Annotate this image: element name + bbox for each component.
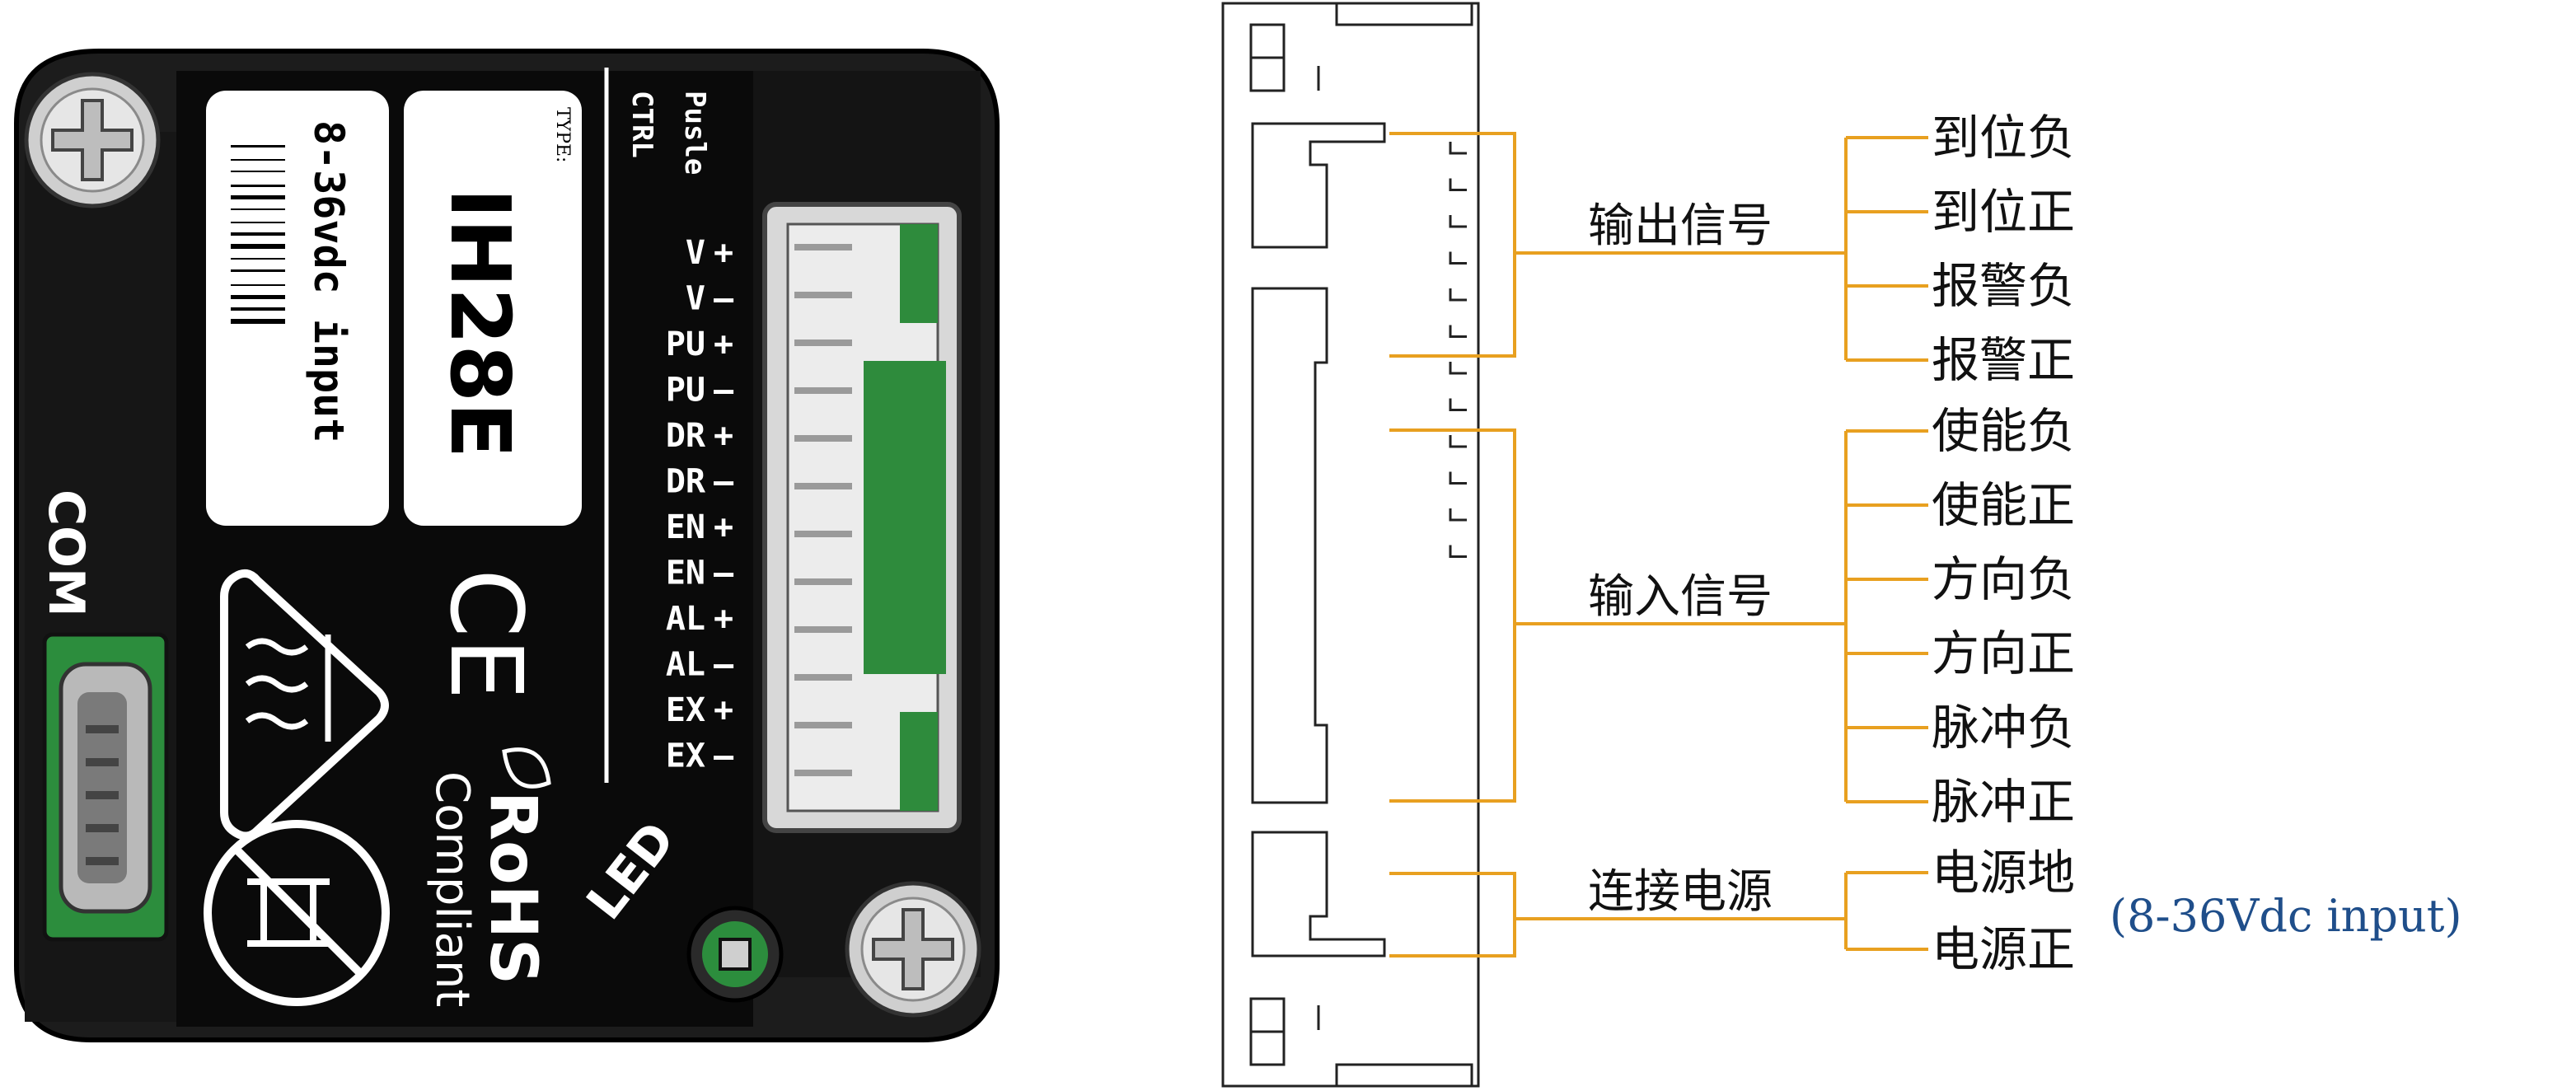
pin-label: V — [686, 234, 705, 272]
signal-item-label: 电源正 — [1932, 921, 2075, 977]
led-indicator — [686, 906, 784, 1003]
screw-icon — [24, 72, 161, 208]
signal-item-label: 方向负 — [1932, 551, 2075, 607]
ce-mark-icon: CE — [428, 569, 542, 700]
pin-sign: – — [714, 372, 734, 410]
barcode-icon — [231, 145, 285, 324]
pin-label: DR — [666, 463, 706, 501]
pin-sign: – — [714, 463, 734, 501]
group-bus-line — [1389, 872, 1516, 958]
type-label: TYPE: — [552, 107, 573, 162]
pin-sign: + — [714, 691, 733, 729]
header-line1: Pusle — [678, 91, 711, 175]
rohs-label: RoHS — [475, 791, 550, 985]
pin-sign: – — [714, 280, 734, 318]
group-label: 输出信号 — [1588, 199, 1773, 253]
screw-icon — [845, 881, 981, 1018]
signal-item-label: 使能负 — [1932, 403, 2075, 459]
pin-label: EN — [666, 555, 705, 592]
compliant-label: Compliant — [425, 771, 479, 1007]
pin-label-list: V+V–PU+PU–DR+DR–EN+EN–AL+AL–EX+EX– — [666, 234, 734, 775]
pin-sign: + — [714, 600, 733, 638]
pin-sign: + — [714, 508, 733, 546]
signal-item-label: 脉冲负 — [1932, 700, 2075, 756]
connector-pins — [1449, 142, 1467, 558]
signal-item-label: 到位正 — [1932, 184, 2075, 240]
signal-item-label: 报警正 — [1932, 332, 2075, 388]
group-label: 连接电源 — [1588, 865, 1773, 919]
pin-label: EN — [666, 508, 705, 546]
voltage-label: 8-36vdc input — [305, 120, 353, 442]
signal-item-label: 方向正 — [1932, 625, 2075, 681]
connector-outline — [1221, 2, 1480, 1088]
signal-item-label: 脉冲正 — [1932, 774, 2075, 830]
signal-item-label: 报警负 — [1932, 258, 2075, 314]
pin-label: PU — [666, 325, 705, 363]
pin-label: PU — [666, 372, 705, 410]
com-label: COM — [37, 489, 95, 617]
signal-item-label: 电源地 — [1932, 845, 2075, 901]
pin-label: AL — [666, 646, 705, 684]
pin-label: DR — [666, 417, 706, 455]
signal-connector — [762, 202, 962, 833]
leaf-icon — [502, 747, 551, 789]
pin-label: V — [686, 280, 705, 318]
wire-lines — [1389, 132, 1928, 958]
power-note: (8-36Vdc input) — [2110, 890, 2462, 942]
pin-label: EX — [666, 691, 705, 729]
pin-sign: – — [714, 737, 734, 775]
model-sticker: TYPE: IH28E — [404, 91, 582, 526]
pin-label: AL — [666, 600, 705, 638]
model-label: IH28E — [432, 188, 528, 458]
usb-port[interactable] — [42, 632, 169, 942]
group-bus-line — [1389, 132, 1516, 358]
group-bus-line — [1389, 428, 1516, 803]
pin-label: EX — [666, 737, 705, 775]
driver-board: 8-36vdc input TYPE: IH28E Pusle CTRL V+V… — [14, 49, 1000, 1042]
pin-sign: – — [714, 555, 734, 592]
pin-sign: + — [714, 417, 733, 455]
pin-sign: – — [714, 646, 734, 684]
pin-sign: + — [714, 234, 733, 272]
group-label: 输入信号 — [1588, 570, 1773, 624]
no-disposal-icon — [204, 820, 390, 1006]
pin-sign: + — [714, 325, 733, 363]
header-line2: CTRL — [625, 91, 658, 158]
signal-item-label: 使能正 — [1932, 477, 2075, 533]
voltage-sticker: 8-36vdc input — [206, 91, 389, 526]
signal-item-label: 到位负 — [1932, 110, 2075, 166]
